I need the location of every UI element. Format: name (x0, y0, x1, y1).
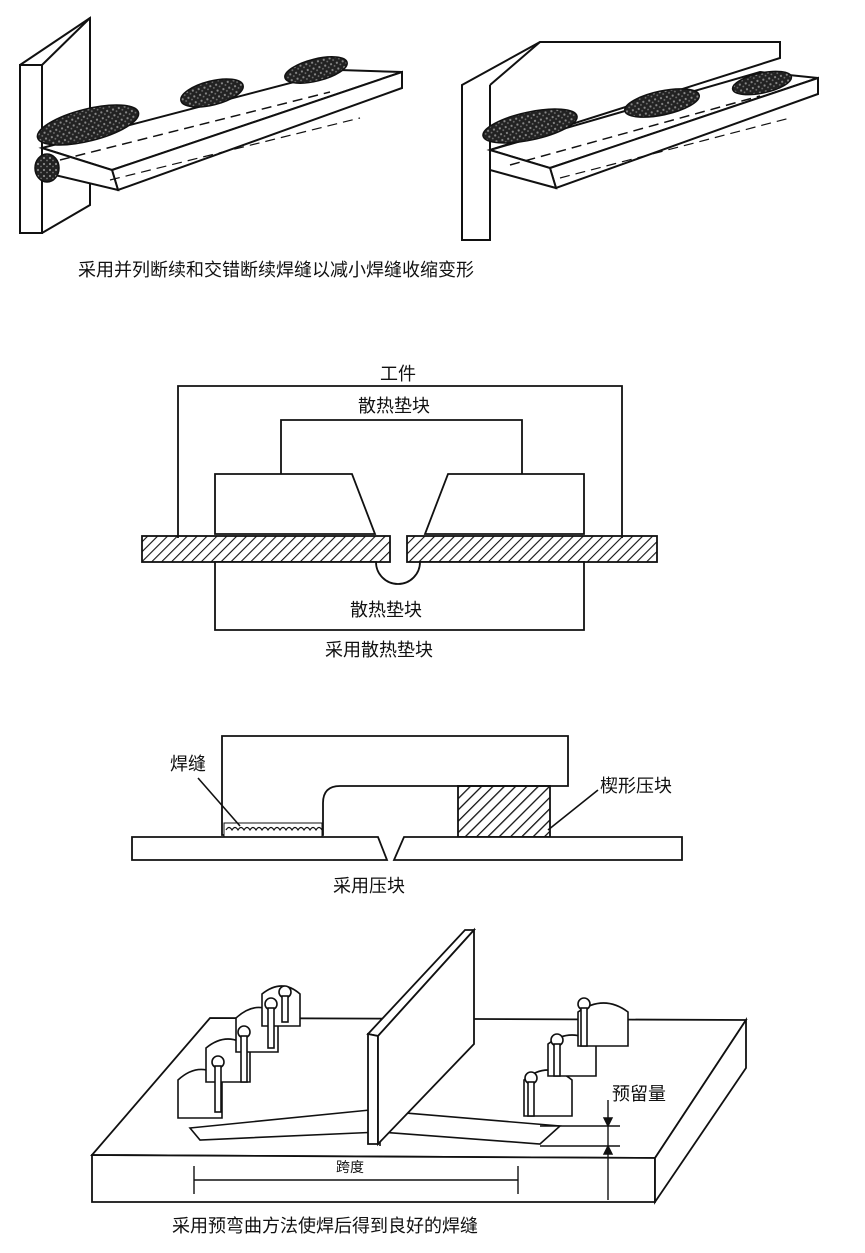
panel1-left-weld-beads (34, 56, 348, 183)
panel2-top-heat-sink-blocks (214, 419, 585, 535)
panel4-caption: 采用预弯曲方法使焊后得到良好的焊缝 (172, 1216, 478, 1237)
panel2-caption: 采用散热垫块 (325, 640, 433, 661)
panel3-clamp-frame (221, 735, 569, 836)
panel4-label-span: 跨度 (336, 1160, 364, 1176)
panel4-preset-dimension (540, 1100, 620, 1200)
panel3-base-plates (131, 836, 683, 861)
panel2-label-bottom-block: 散热垫块 (350, 600, 422, 621)
panel2-label-top-block: 散热垫块 (358, 396, 430, 417)
panel4-label-preset: 预留量 (612, 1084, 666, 1105)
panel1-left-tee-joint (19, 16, 403, 234)
panel3-leader-lines (197, 777, 599, 831)
panel4-left-clamps (177, 985, 301, 1119)
panel3-caption: 采用压块 (333, 876, 405, 897)
panel4-vertical-plate (366, 927, 477, 1147)
panel2-workpiece-bracket (177, 385, 623, 538)
panel2-hatched-plates (141, 535, 658, 563)
panel2-bottom-heat-sink-block (214, 561, 585, 631)
panel3-label-wedge: 楔形压块 (600, 776, 672, 797)
panel1-caption: 采用并列断续和交错断续焊缝以减小焊缝收缩变形 (78, 260, 474, 281)
panel3-label-weld: 焊缝 (170, 754, 206, 775)
panel3-wedge-block (457, 785, 551, 838)
panel1-right-weld-beads (482, 70, 793, 144)
panel1-right-tee-joint (461, 41, 819, 241)
panel2-label-workpiece: 工件 (380, 364, 416, 385)
panel4-right-clamps (523, 997, 629, 1117)
panel3-weld-seam (223, 822, 323, 838)
panel4-span-dimension (193, 1166, 519, 1194)
